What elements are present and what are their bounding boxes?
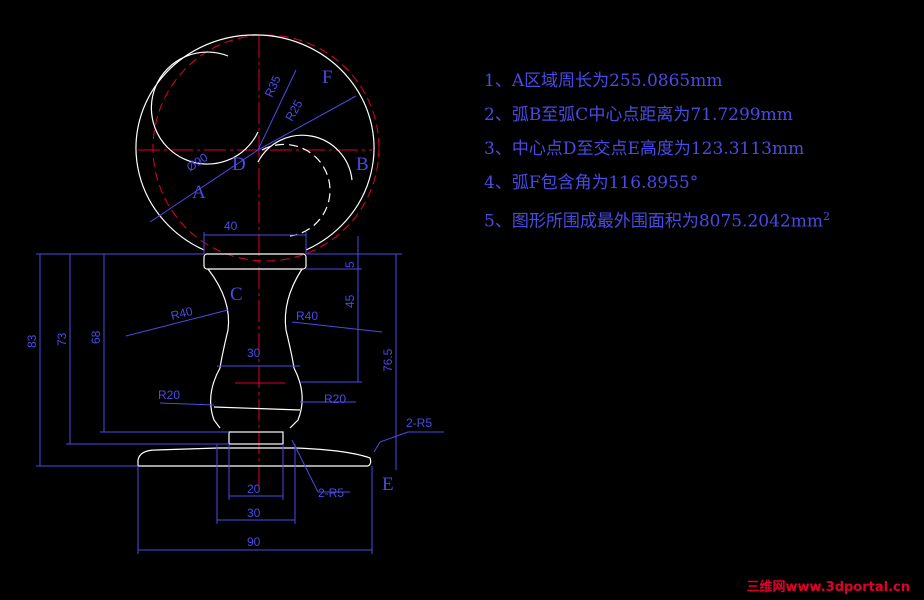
top-collar	[203, 253, 307, 270]
dim-bore-width: 20	[247, 482, 261, 496]
point-label-c: C	[230, 284, 243, 305]
base-foot	[137, 447, 372, 467]
dim-r25: R25	[282, 97, 305, 123]
dim-r20-right: R20	[324, 392, 346, 406]
neck-ring	[228, 431, 284, 445]
dim-fillet-right: 2-R5	[406, 416, 432, 430]
construction-circle-large	[152, 34, 380, 262]
point-label-f: F	[322, 67, 333, 88]
dim-top-width: 40	[224, 219, 238, 233]
note-1: 1、A区域周长为255.0865mm	[484, 71, 723, 91]
dim-r20-left: R20	[158, 388, 180, 402]
point-label-a: A	[192, 182, 206, 203]
dim-r40-left: R40	[169, 304, 194, 323]
point-label-e: E	[382, 474, 394, 495]
note-5: 5、图形所围成最外围面积为8075.2042mm2	[484, 200, 830, 239]
note-2: 2、弧B至弧C中心点距离为71.7299mm	[484, 105, 793, 125]
inner-arc-right-solid	[257, 134, 353, 181]
problem-notes: 1、A区域周长为255.0865mm 2、弧B至弧C中心点距离为71.7299m…	[484, 64, 830, 239]
outer-ball-arc	[135, 34, 375, 251]
dimension-lines	[36, 69, 444, 554]
note-5-superscript: 2	[823, 210, 830, 223]
note-5-text: 5、图形所围成最外围面积为8075.2042mm	[484, 211, 823, 232]
waist-left	[207, 268, 230, 369]
dim-fillet-bottom: 2-R5	[318, 486, 344, 500]
watermark: 三维网www.3dportal.cn	[746, 580, 910, 595]
dim-r40-right: R40	[296, 309, 318, 323]
dim-r35: R35	[262, 73, 284, 99]
bead-seam	[213, 406, 301, 411]
dim-83: 83	[25, 334, 39, 348]
dim-foot-width: 30	[247, 506, 261, 520]
dim-5: 5	[343, 261, 357, 268]
part-outline	[135, 34, 375, 467]
inner-small-circle-left	[150, 51, 259, 165]
dim-base-width: 90	[247, 535, 261, 549]
bead-right	[289, 367, 303, 429]
construction-geometry	[138, 34, 380, 492]
point-labels: A B C D E F	[192, 67, 394, 495]
bead-left	[210, 367, 221, 429]
dim-68: 68	[89, 330, 103, 344]
point-label-b: B	[356, 154, 369, 175]
point-label-d: D	[232, 154, 246, 175]
dim-73: 73	[55, 332, 69, 346]
dim-dia90: Ø90	[184, 150, 211, 174]
dim-76-5: 76.5	[381, 348, 395, 372]
dim-neck-width: 30	[247, 346, 261, 360]
inner-small-circle-right	[261, 143, 331, 237]
dim-45: 45	[343, 294, 357, 308]
note-4: 4、弧F包含角为116.8955°	[484, 173, 699, 193]
waist-right	[284, 268, 303, 369]
note-3: 3、中心点D至交点E高度为123.3113mm	[484, 139, 805, 159]
